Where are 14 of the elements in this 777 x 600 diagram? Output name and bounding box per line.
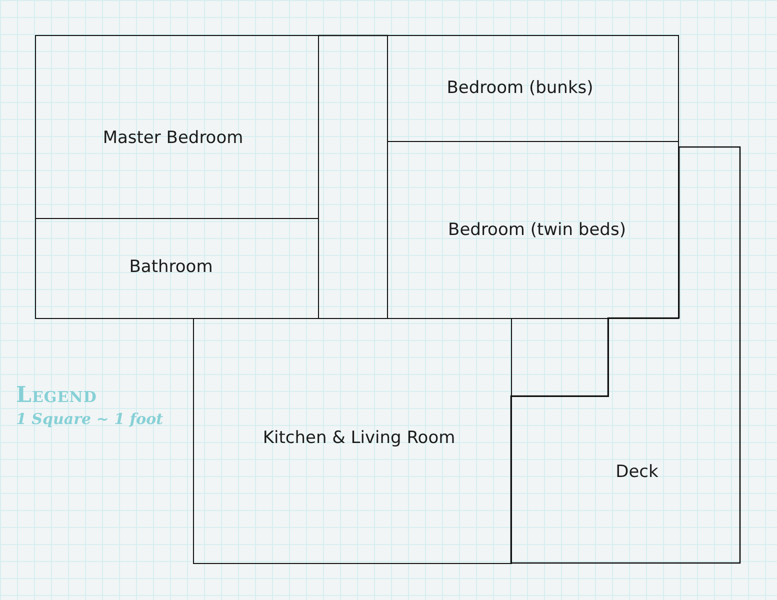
room-outline [35,218,319,319]
room-outline [35,35,319,219]
scale-note: 1 Square ~ 1 foot [16,410,164,428]
room-label: Bathroom [129,257,213,277]
room-outline [387,35,679,142]
legend-heading: Legend [16,382,97,408]
closet-outline [511,318,609,397]
room-label: Bedroom (bunks) [446,78,594,98]
room-label: Kitchen & Living Room [262,428,456,448]
room-label: Bedroom (twin beds) [448,220,626,240]
room-outline [193,318,512,564]
room-outline [387,141,679,319]
room-label: Deck [616,462,658,482]
room-label: Master Bedroom [102,128,244,148]
